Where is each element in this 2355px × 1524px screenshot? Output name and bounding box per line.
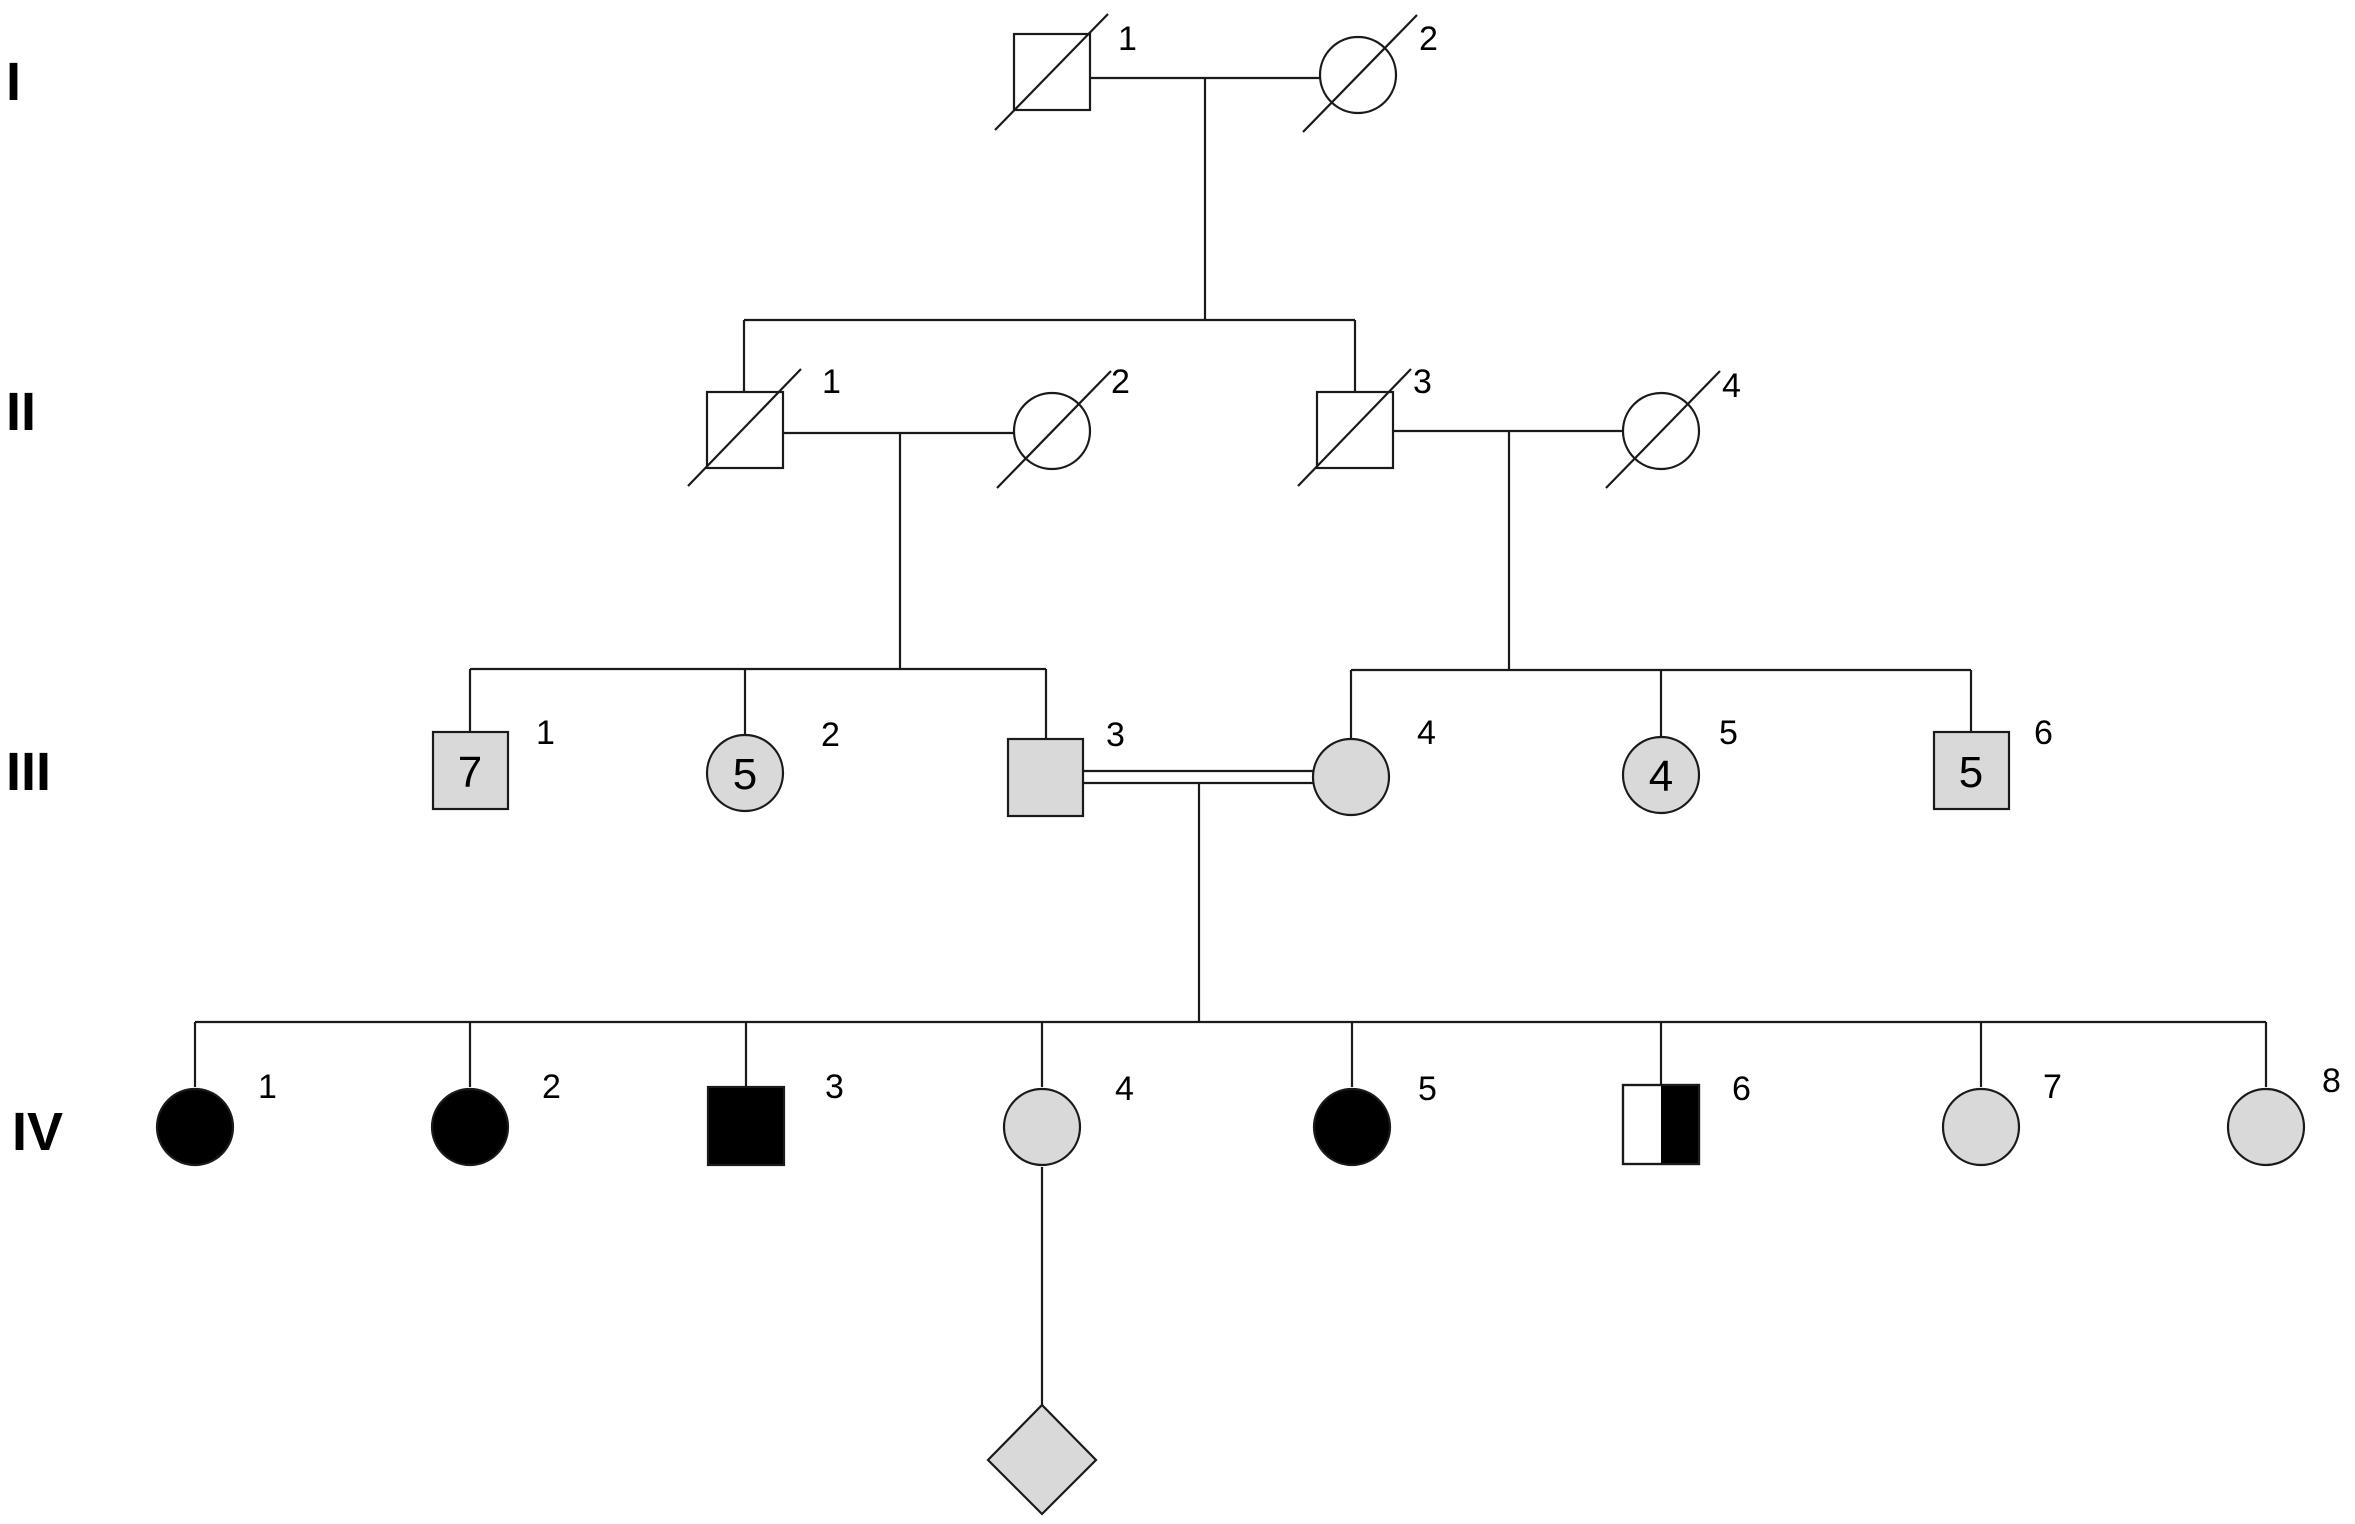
individual-IV-3: 3 xyxy=(706,1068,844,1167)
sibling-count: 7 xyxy=(458,748,482,797)
deceased-slash xyxy=(996,370,1112,489)
individual-III-6: 5 6 xyxy=(1932,714,2053,811)
individual-number: 8 xyxy=(2322,1062,2341,1100)
female-symbol xyxy=(1941,1087,2021,1167)
male-symbol-affected xyxy=(706,1085,786,1167)
individual-number: 4 xyxy=(1417,714,1436,752)
deceased-slash xyxy=(1302,14,1418,133)
sibling-count: 5 xyxy=(1959,748,1983,797)
individual-III-1: 7 1 xyxy=(431,714,555,811)
individual-IV-4: 4 xyxy=(1002,1070,1134,1167)
individual-III-2: 5 2 xyxy=(705,716,840,813)
male-symbol-outline xyxy=(1621,1083,1701,1166)
individual-number: 7 xyxy=(2043,1068,2062,1106)
female-symbol xyxy=(1311,737,1391,817)
individual-unknown-sex xyxy=(986,1403,1098,1516)
individual-III-3: 3 xyxy=(1006,716,1125,818)
individual-number: 2 xyxy=(1111,363,1130,401)
generation-label-III: III xyxy=(6,742,51,802)
individual-II-1: 1 xyxy=(687,363,841,487)
female-symbol xyxy=(1002,1087,1082,1167)
male-symbol xyxy=(1932,730,2011,811)
diamond-symbol xyxy=(986,1403,1098,1516)
individual-number: 3 xyxy=(1413,363,1432,401)
sibling-count: 4 xyxy=(1649,752,1673,801)
individual-number: 2 xyxy=(1419,20,1438,58)
deceased-slash xyxy=(687,368,802,487)
individual-IV-1: 1 xyxy=(155,1068,277,1167)
sibling-count: 5 xyxy=(733,750,757,799)
male-symbol xyxy=(705,390,785,470)
female-symbol xyxy=(705,733,785,813)
male-symbol xyxy=(431,730,510,811)
individual-IV-8: 8 xyxy=(2226,1062,2341,1167)
female-symbol-affected xyxy=(1312,1087,1392,1167)
individual-IV-6: 6 xyxy=(1621,1070,1751,1166)
individual-IV-5: 5 xyxy=(1312,1070,1437,1167)
female-symbol-affected xyxy=(430,1087,510,1167)
individual-number: 1 xyxy=(258,1068,277,1106)
individual-number: 1 xyxy=(822,363,841,401)
individual-IV-7: 7 xyxy=(1941,1068,2062,1167)
deceased-slash xyxy=(1297,368,1412,487)
generation-label-I: I xyxy=(6,52,21,112)
male-symbol xyxy=(1315,390,1395,470)
individual-II-3: 3 xyxy=(1297,363,1432,487)
individual-number: 4 xyxy=(1722,367,1741,405)
individual-number: 1 xyxy=(536,714,555,752)
individual-number: 5 xyxy=(1418,1070,1437,1108)
female-symbol xyxy=(2226,1087,2306,1167)
generation-label-II: II xyxy=(6,382,36,442)
individual-IV-2: 2 xyxy=(430,1068,561,1167)
female-symbol-affected xyxy=(155,1087,235,1167)
pedigree-lines xyxy=(193,76,2268,1405)
individual-number: 1 xyxy=(1118,20,1137,58)
individual-number: 5 xyxy=(1719,714,1738,752)
individual-number: 2 xyxy=(542,1068,561,1106)
female-symbol xyxy=(1621,735,1701,815)
individual-number: 3 xyxy=(825,1068,844,1106)
individual-I-2: 2 xyxy=(1302,14,1438,133)
individual-III-4: 4 xyxy=(1311,714,1436,817)
individual-number: 6 xyxy=(1732,1070,1751,1108)
male-symbol xyxy=(1006,737,1085,818)
individual-number: 2 xyxy=(821,716,840,754)
individual-I-1: 1 xyxy=(994,13,1137,131)
individual-II-2: 2 xyxy=(996,363,1130,489)
deceased-slash xyxy=(994,13,1109,131)
individual-number: 6 xyxy=(2034,714,2053,752)
individual-number: 4 xyxy=(1115,1070,1134,1108)
half-affected-fill xyxy=(1661,1085,1699,1164)
deceased-slash xyxy=(1605,370,1721,489)
individual-III-5: 4 5 xyxy=(1621,714,1738,815)
generation-label-IV: IV xyxy=(12,1102,63,1162)
individual-number: 3 xyxy=(1106,716,1125,754)
individual-II-4: 4 xyxy=(1605,367,1741,489)
